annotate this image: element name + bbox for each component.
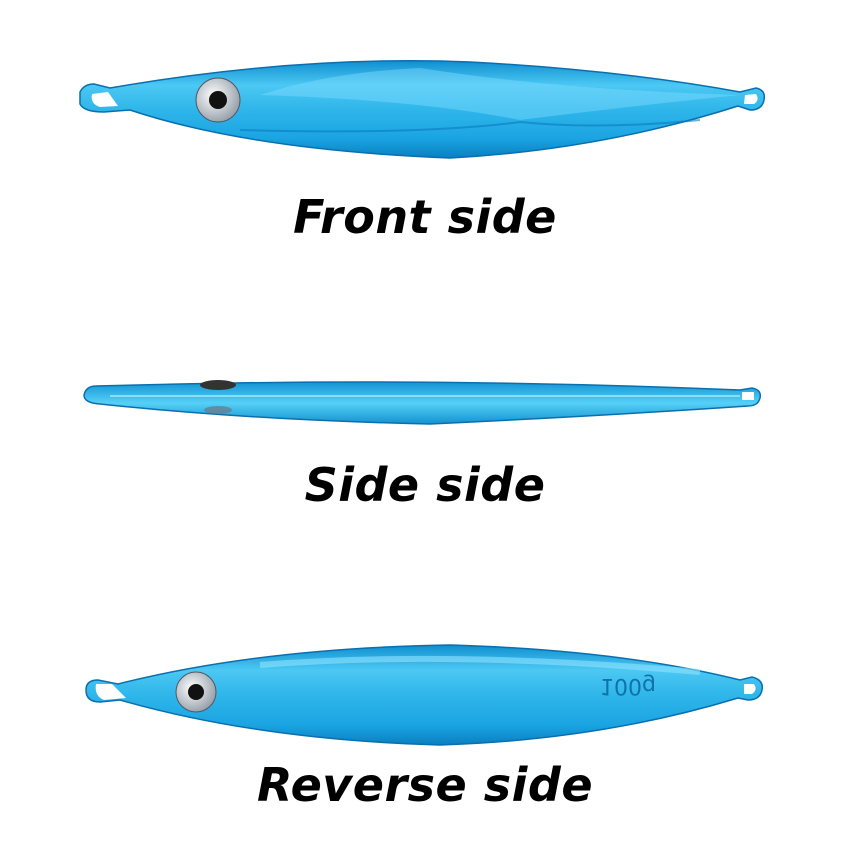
- label-side-side: Side side: [304, 458, 546, 512]
- label-reverse-side: Reverse side: [256, 758, 594, 812]
- lure-front: [79, 60, 766, 159]
- label-front-side: Front side: [293, 190, 557, 244]
- lure-side: [83, 380, 762, 425]
- weight-marking: 100g: [600, 673, 656, 698]
- line-eye-front-tail: [91, 92, 118, 107]
- lure-reverse: 100g: [85, 644, 764, 746]
